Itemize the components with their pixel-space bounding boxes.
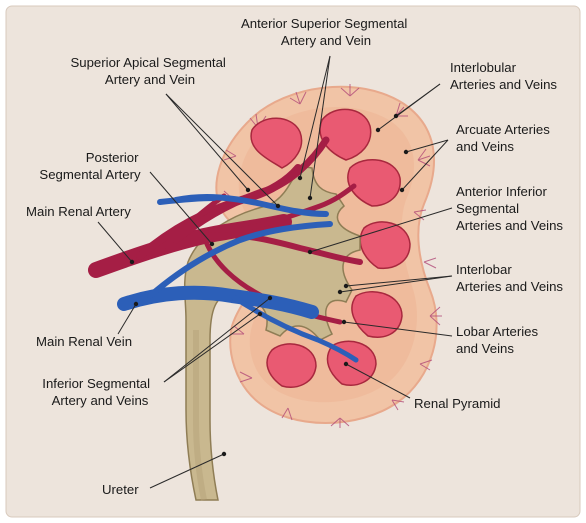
label-main-renal-vein: Main Renal Vein (36, 334, 132, 349)
label-ureter: Ureter (102, 482, 139, 497)
label-renal-pyramid: Renal Pyramid (414, 396, 501, 411)
label-main-renal-artery: Main Renal Artery (26, 204, 131, 219)
